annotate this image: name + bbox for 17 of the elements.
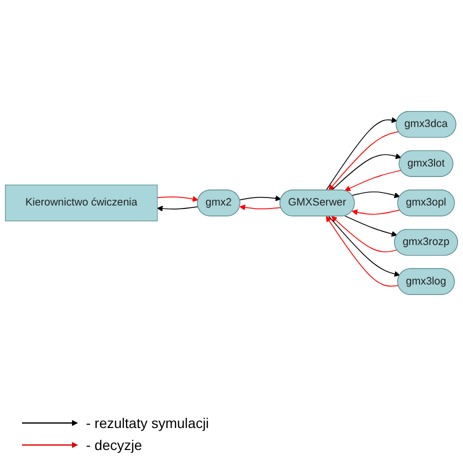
arrow [328,215,400,276]
arrow [326,216,399,286]
arrow [344,215,398,236]
arrow [328,130,399,190]
arrow [331,152,402,190]
legend-text: - rezultaty symulacji [86,415,209,431]
arrow [326,116,398,190]
node-box: Kierownictwo ćwiczenia [5,184,158,221]
arrow [239,204,282,210]
arrow [157,205,199,212]
legend-text: - decyzje [86,437,142,453]
arrow [352,208,400,215]
arrow [239,194,282,201]
arrow [344,169,402,191]
arrow [331,216,398,252]
arrow [156,196,198,202]
arrow [352,190,400,198]
